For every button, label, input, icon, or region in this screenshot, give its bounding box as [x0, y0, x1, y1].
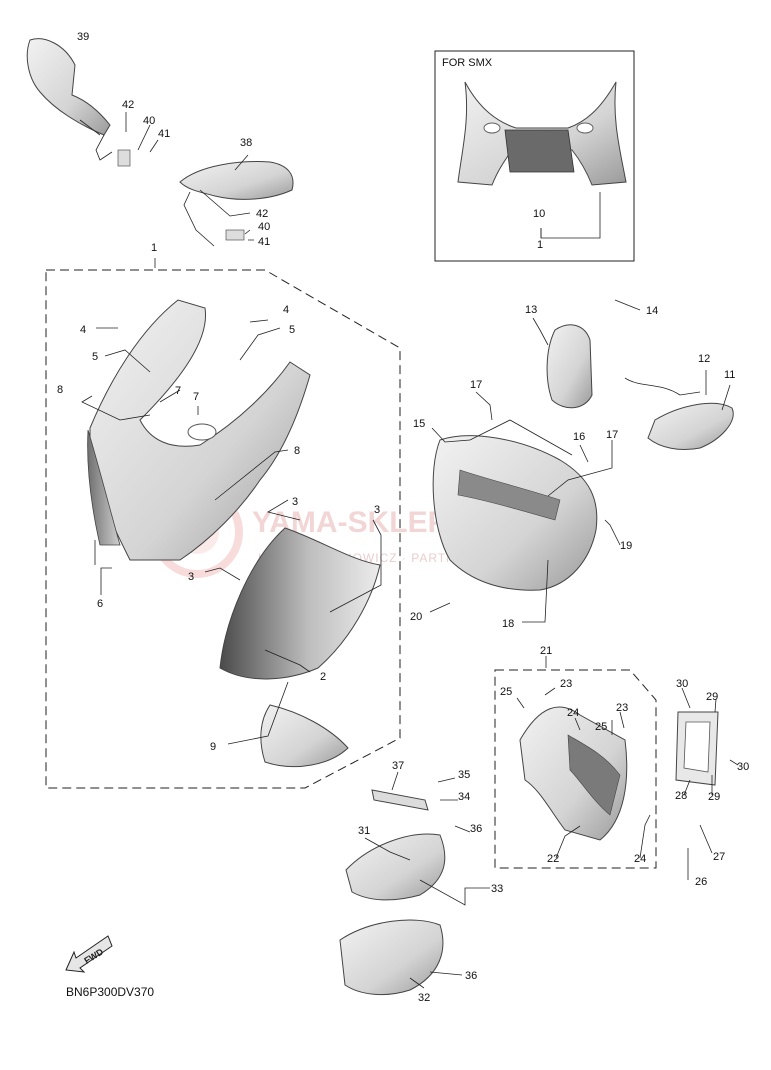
callout-29b: 29: [708, 791, 720, 803]
callout-6: 6: [97, 598, 103, 610]
callout-7: 7: [175, 385, 181, 397]
callout-12: 12: [698, 353, 710, 365]
callout-3: 3: [292, 496, 298, 508]
callout-16: 16: [573, 431, 585, 443]
mirror-right-part: [179, 161, 294, 200]
position-light-part: [546, 324, 593, 409]
callout-10: 10: [533, 208, 545, 220]
callout-3c: 3: [188, 571, 194, 583]
turn-signal-part: [647, 402, 734, 451]
callout-5b: 5: [289, 324, 295, 336]
inset-title: FOR SMX: [442, 57, 493, 69]
inner-panel-part: [260, 704, 349, 768]
callout-8b: 8: [294, 445, 300, 457]
callout-8: 8: [57, 384, 63, 396]
callout-13: 13: [525, 304, 537, 316]
headlight-bracket-part: [432, 435, 598, 591]
assembly-21-boundary: [494, 669, 657, 869]
undercover-front-part: [345, 833, 446, 901]
callout-23: 23: [560, 678, 572, 690]
callout-36: 36: [470, 823, 482, 835]
mirror-left-part: [26, 38, 111, 136]
fwd-arrow-icon: FWD: [65, 935, 113, 973]
callout-24b: 24: [634, 853, 646, 865]
callout-19: 19: [620, 540, 632, 552]
callout-17b: 17: [606, 429, 618, 441]
callout-9: 9: [210, 741, 216, 753]
callout-36b: 36: [465, 970, 477, 982]
callout-2: 2: [320, 671, 326, 683]
callout-42b: 42: [256, 208, 268, 220]
callout-38: 38: [240, 137, 252, 149]
callout-29: 29: [706, 691, 718, 703]
callout-4: 4: [80, 324, 86, 336]
assembly-1-boundary: [45, 269, 401, 789]
callout-7b: 7: [193, 391, 199, 403]
callout-37: 37: [392, 760, 404, 772]
callout-28: 28: [675, 790, 687, 802]
callout-30: 30: [676, 678, 688, 690]
callout-27: 27: [713, 851, 725, 863]
callout-21: 21: [540, 645, 552, 657]
callout-14: 14: [646, 305, 658, 317]
callout-26: 26: [695, 876, 707, 888]
callout-40: 40: [143, 115, 155, 127]
windshield-part: [219, 527, 381, 680]
callout-40b: 40: [258, 221, 270, 233]
callouts: 1 1 2 3 3 3 4 4 5 5 6 7 7 8 8 9 10 11 12…: [57, 31, 749, 1004]
callout-25: 25: [500, 686, 512, 698]
stay-part: [371, 789, 429, 811]
callout-41: 41: [158, 128, 170, 140]
callout-34: 34: [458, 791, 470, 803]
callout-31: 31: [358, 825, 370, 837]
diagram-code: BN6P300DV370: [66, 985, 154, 999]
side-cowling-part: [89, 299, 311, 561]
callout-20: 20: [410, 611, 422, 623]
callout-23b: 23: [616, 702, 628, 714]
smx-inset: FOR SMX: [434, 50, 635, 262]
callout-32: 32: [418, 992, 430, 1004]
callout-11: 11: [724, 369, 735, 381]
callout-3b: 3: [374, 504, 380, 516]
callout-39: 39: [77, 31, 89, 43]
callout-25b: 25: [595, 721, 607, 733]
leader-lines: [79, 112, 739, 989]
grille-inner-part: [683, 721, 711, 773]
callout-22: 22: [547, 853, 559, 865]
callout-30b: 30: [737, 761, 749, 773]
callout-4b: 4: [283, 304, 289, 316]
callout-17: 17: [470, 379, 482, 391]
callout-42: 42: [122, 99, 134, 111]
callout-24: 24: [567, 707, 579, 719]
undercover-rear-part: [339, 919, 444, 995]
callout-41b: 41: [258, 236, 270, 248]
callout-5: 5: [92, 351, 98, 363]
callout-1-inset: 1: [537, 239, 543, 251]
callout-35: 35: [458, 769, 470, 781]
callout-1: 1: [151, 242, 157, 254]
callout-33: 33: [491, 883, 503, 895]
callout-18: 18: [502, 618, 514, 630]
callout-15: 15: [413, 418, 425, 430]
